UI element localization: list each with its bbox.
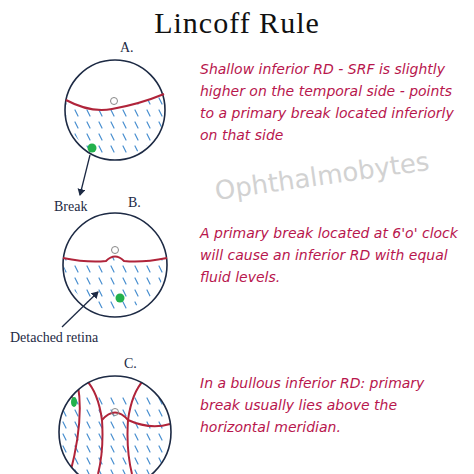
panel-letter: C. bbox=[124, 356, 137, 372]
panel-letter: A. bbox=[120, 40, 134, 56]
panel-letter: B. bbox=[128, 195, 141, 211]
diagram-title: Lincoff Rule bbox=[0, 6, 474, 40]
leader-line bbox=[80, 155, 90, 195]
fundus-a bbox=[65, 60, 166, 160]
part-label: Break bbox=[54, 199, 87, 215]
watermark: Ophthalmobytes bbox=[213, 146, 431, 206]
panel-note: In a bullous inferior RD: primary break … bbox=[200, 372, 462, 438]
part-label: Detached retina bbox=[10, 330, 98, 346]
panel-note: A primary break located at 6'o' clock wi… bbox=[200, 222, 462, 288]
panel-note: Shallow inferior RD - SRF is slightly hi… bbox=[200, 58, 462, 146]
fundus-c bbox=[59, 376, 171, 474]
fundus-b bbox=[63, 213, 167, 317]
leader-line bbox=[62, 292, 98, 327]
